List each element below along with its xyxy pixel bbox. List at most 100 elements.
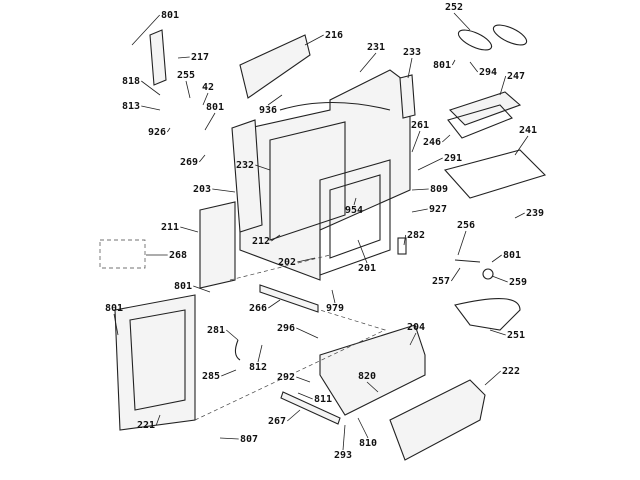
leader-line [141, 80, 161, 96]
leader-line [491, 254, 502, 263]
part-label-267: 267 [268, 416, 286, 427]
part-label-812: 812 [249, 362, 267, 373]
part-label-216: 216 [325, 30, 343, 41]
leader-line [226, 329, 239, 341]
part-label-293: 293 [334, 450, 352, 461]
leader-line [499, 75, 507, 96]
part-label-246: 246 [423, 137, 441, 148]
leader-line [491, 275, 508, 283]
leader-line [255, 164, 271, 171]
leader-line [453, 12, 471, 31]
leader-line [297, 392, 313, 400]
leader-line [514, 212, 525, 219]
leader-line [366, 381, 379, 393]
leader-line [297, 257, 316, 263]
part-label-954: 954 [345, 205, 363, 216]
part-label-251: 251 [507, 330, 525, 341]
part-label-268: 268 [169, 250, 187, 261]
oven-body [239, 69, 411, 281]
part-label-232: 232 [236, 160, 254, 171]
leader-line [177, 56, 190, 59]
top-parts [149, 24, 547, 199]
part-label-203: 203 [193, 184, 211, 195]
part-label-285: 285 [202, 371, 220, 382]
leader-line [331, 289, 336, 304]
leader-line [257, 344, 263, 363]
leader-line [411, 188, 429, 191]
part-label-211: 211 [161, 222, 179, 233]
leader-line [357, 239, 368, 264]
part-label-222: 222 [502, 366, 520, 377]
leader-line [131, 14, 160, 46]
leader-line [219, 437, 239, 440]
leader-line [450, 267, 461, 282]
part-label-820: 820 [358, 371, 376, 382]
part-label-807: 807 [240, 434, 258, 445]
part-label-809: 809 [430, 184, 448, 195]
leader-line [403, 234, 407, 246]
part-label-801: 801 [503, 250, 521, 261]
leader-line [180, 226, 199, 233]
leader-line [411, 130, 421, 153]
leader-line [304, 34, 324, 46]
part-label-241: 241 [519, 125, 537, 136]
leader-line [141, 105, 161, 111]
leader-line [204, 112, 216, 131]
part-label-801: 801 [174, 281, 192, 292]
leader-line [409, 332, 417, 346]
assembly-guide-lines [194, 254, 386, 421]
leader-line [489, 329, 506, 336]
leader-line [268, 299, 281, 309]
leader-line [442, 134, 451, 143]
leader-line [296, 376, 311, 383]
part-label-42: 42 [202, 82, 214, 93]
part-label-233: 233 [403, 47, 421, 58]
part-label-813: 813 [122, 101, 140, 112]
leader-line [484, 370, 501, 386]
leader-line [457, 230, 467, 256]
part-label-252: 252 [445, 2, 463, 13]
leader-line [193, 285, 211, 293]
part-label-926: 926 [148, 127, 166, 138]
part-label-801: 801 [206, 102, 224, 113]
leader-line [202, 92, 209, 106]
part-label-979: 979 [326, 303, 344, 314]
leader-line [514, 135, 529, 156]
part-label-204: 204 [407, 322, 425, 333]
part-label-259: 259 [509, 277, 527, 288]
leader-line [451, 59, 456, 66]
part-label-266: 266 [249, 303, 267, 314]
leader-line [342, 424, 346, 451]
leader-line [407, 57, 413, 79]
leader-line [411, 208, 428, 213]
part-label-257: 257 [432, 276, 450, 287]
part-label-811: 811 [314, 394, 332, 405]
leader-line [221, 369, 237, 377]
leader-line [267, 94, 283, 106]
part-label-282: 282 [407, 230, 425, 241]
leader-line [185, 80, 191, 99]
part-label-231: 231 [367, 42, 385, 53]
leader-line [155, 414, 161, 426]
part-label-247: 247 [507, 71, 525, 82]
leader-line [357, 417, 369, 439]
part-label-217: 217 [191, 52, 209, 63]
leader-line [113, 313, 119, 336]
part-label-221: 221 [137, 420, 155, 431]
part-label-801: 801 [433, 60, 451, 71]
part-label-201: 201 [358, 263, 376, 274]
leader-line [417, 157, 443, 171]
leader-line [287, 409, 301, 422]
part-label-818: 818 [122, 76, 140, 87]
part-label-801: 801 [105, 303, 123, 314]
side-panel [199, 119, 263, 289]
part-label-292: 292 [277, 372, 295, 383]
part-label-936: 936 [259, 105, 277, 116]
part-label-927: 927 [429, 204, 447, 215]
part-label-281: 281 [207, 325, 225, 336]
part-label-261: 261 [411, 120, 429, 131]
leader-line [198, 154, 206, 163]
leader-line [166, 127, 171, 133]
